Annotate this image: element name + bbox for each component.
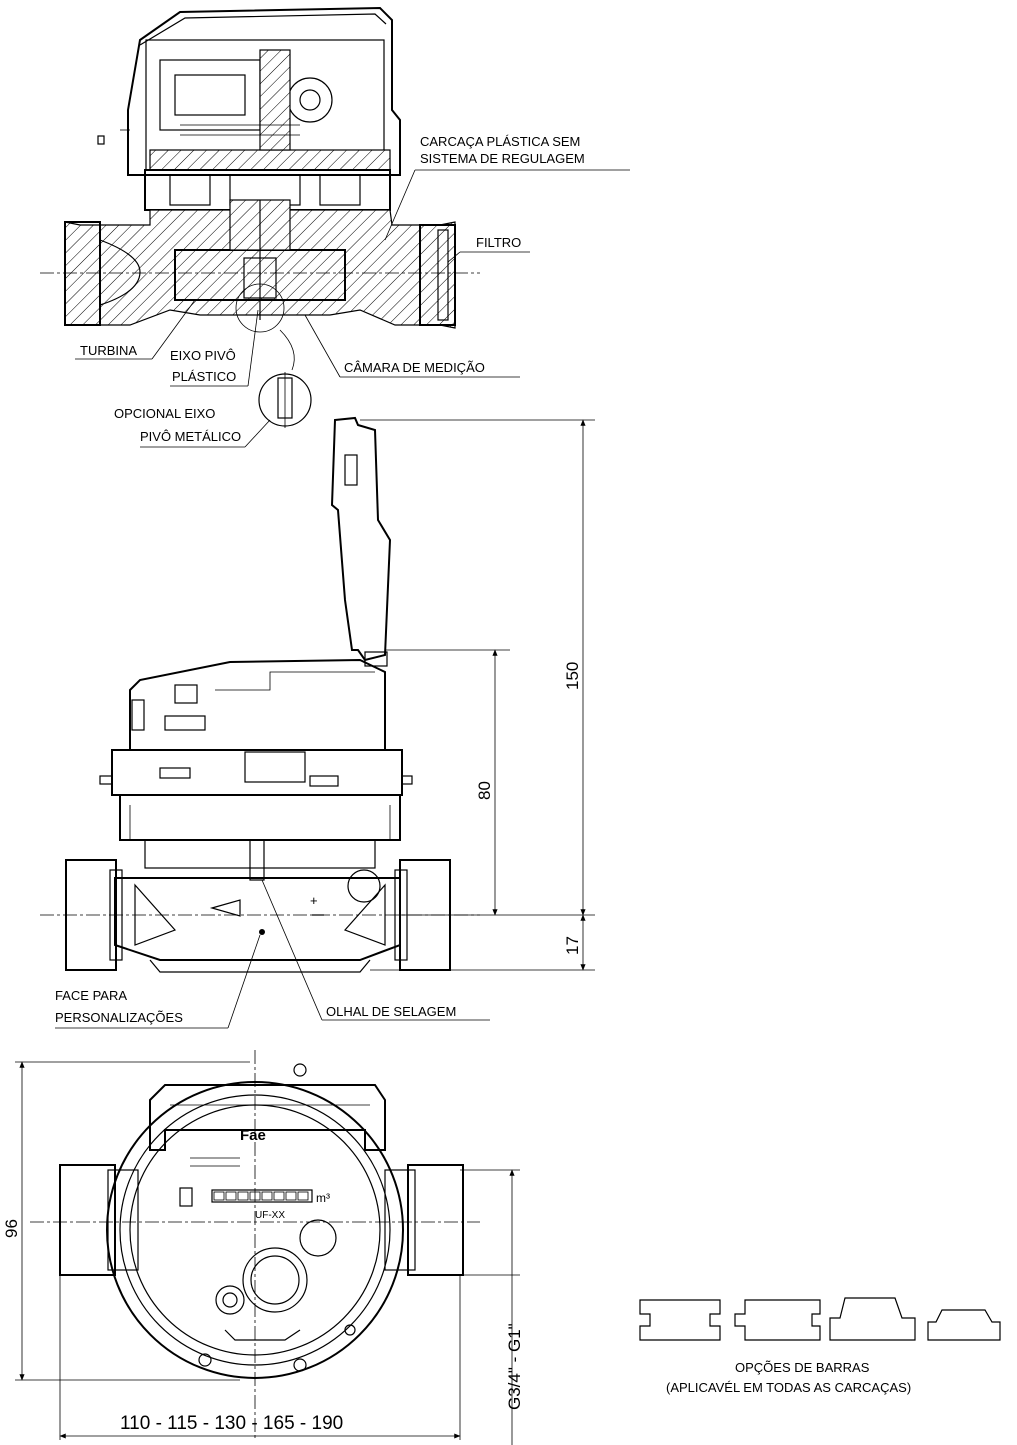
- dim-lengths: 110 - 115 - 130 - 165 - 190: [120, 1413, 343, 1434]
- dial-brand: Fae: [240, 1127, 266, 1144]
- bar-option-3: [829, 1297, 916, 1341]
- front-view: Fae m³ UF-XX: [30, 1050, 480, 1440]
- metal-pivot-detail: [258, 372, 312, 428]
- bar-option-2: [734, 1299, 821, 1341]
- label-filtro: FILTRO: [476, 235, 521, 250]
- front-dimensions: [15, 1061, 520, 1445]
- side-view: +: [40, 416, 480, 973]
- label-carcaca-1: CARCAÇA PLÁSTICA SEM: [420, 134, 580, 149]
- section-leaders: [75, 169, 630, 448]
- side-leaders: [55, 879, 490, 1029]
- bar-option-4: [927, 1309, 1001, 1341]
- bar-option-1: [639, 1299, 721, 1341]
- odometer-digits: [213, 1191, 309, 1201]
- dim-80: 80: [475, 781, 494, 800]
- label-face-1: FACE PARA: [55, 988, 127, 1003]
- label-barras-2: (APLICAVÉL EM TODAS AS CARCAÇAS): [666, 1380, 911, 1395]
- dim-thread: G3/4" - G1": [505, 1323, 524, 1410]
- label-eixo-pivo-1: EIXO PIVÔ: [170, 348, 236, 363]
- section-view: [40, 6, 480, 371]
- dial-unit: m³: [316, 1191, 330, 1205]
- dial-model: UF-XX: [255, 1210, 285, 1221]
- label-barras-1: OPÇÕES DE BARRAS: [735, 1360, 870, 1375]
- label-eixo-pivo-2: PLÁSTICO: [172, 369, 236, 384]
- bar-options: [639, 1297, 1001, 1341]
- svg-text:+: +: [310, 893, 318, 908]
- label-opcional-2: PIVÔ METÁLICO: [140, 429, 241, 444]
- label-olhal: OLHAL DE SELAGEM: [326, 1004, 456, 1019]
- label-opcional-1: OPCIONAL EIXO: [114, 406, 215, 421]
- label-face-2: PERSONALIZAÇÕES: [55, 1010, 183, 1025]
- side-dimensions: [360, 419, 595, 971]
- dim-17: 17: [563, 936, 582, 955]
- label-turbina: TURBINA: [80, 343, 137, 358]
- dim-150: 150: [563, 662, 582, 690]
- label-camara: CÂMARA DE MEDIÇÃO: [344, 360, 485, 375]
- label-carcaca-2: SISTEMA DE REGULAGEM: [420, 151, 585, 166]
- dim-96: 96: [2, 1219, 21, 1238]
